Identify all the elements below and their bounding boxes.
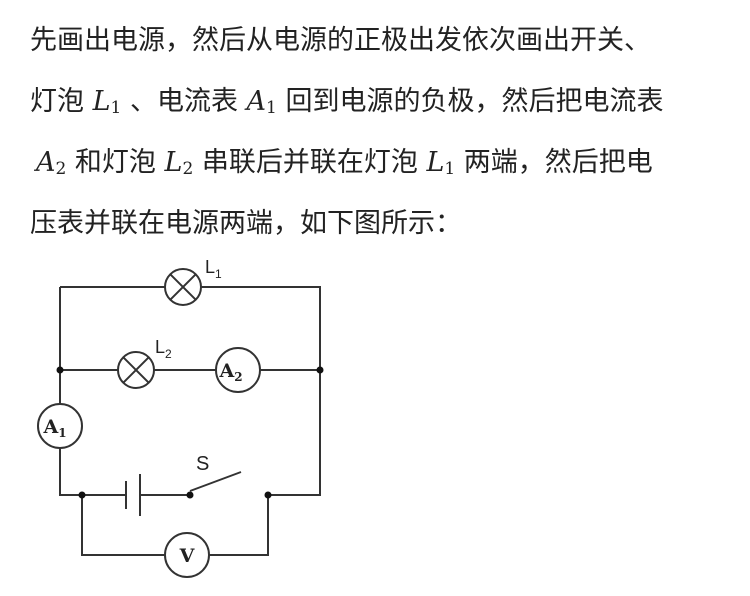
text-line-4: 压表并联在电源两端，如下图所示： (30, 208, 462, 239)
text-segment: 和灯泡 (66, 147, 165, 178)
lamp-L1-label: L1 (205, 257, 222, 281)
voltmeter-icon: V (164, 532, 210, 578)
lamp-L2-icon (117, 351, 155, 389)
text-segment: 串联后并联在灯泡 (193, 147, 427, 178)
text-line-2: 灯泡 L1 、电流表 A1 回到电源的负极，然后把电流表 (30, 71, 730, 132)
svg-text:V: V (179, 545, 196, 567)
explanation-paragraph: 先画出电源，然后从电源的正极出发依次画出开关、 灯泡 L1 、电流表 A1 回到… (30, 10, 730, 254)
math-L1: L1 (92, 86, 122, 118)
svg-text:A2: A2 (218, 360, 242, 384)
text-segment: 两端，然后把电 (455, 147, 653, 178)
math-A2: A2 (36, 147, 67, 179)
junction-dots (56, 366, 324, 499)
text-segment: 灯泡 (30, 86, 93, 117)
lamp-L2-label: L2 (155, 337, 172, 361)
math-A1: A1 (246, 86, 277, 118)
math-L2: L2 (164, 147, 194, 179)
ammeter-A2-icon: A2 (215, 347, 261, 393)
battery-icon (125, 474, 141, 516)
circuit-wires (59, 286, 321, 556)
text-segment: 、电流表 (121, 86, 247, 117)
lamp-L1-icon (164, 268, 202, 306)
text-line-1: 先画出电源，然后从电源的正极出发依次画出开关、 (30, 25, 651, 56)
math-L1: L1 (426, 147, 456, 179)
switch-label: S (196, 453, 209, 475)
text-segment: 回到电源的负极，然后把电流表 (276, 86, 664, 117)
svg-text:A1: A1 (42, 416, 66, 440)
text-line-3: A2 和灯泡 L2 串联后并联在灯泡 L1 两端，然后把电 (30, 132, 730, 193)
ammeter-A1-icon: A1 (37, 403, 83, 449)
